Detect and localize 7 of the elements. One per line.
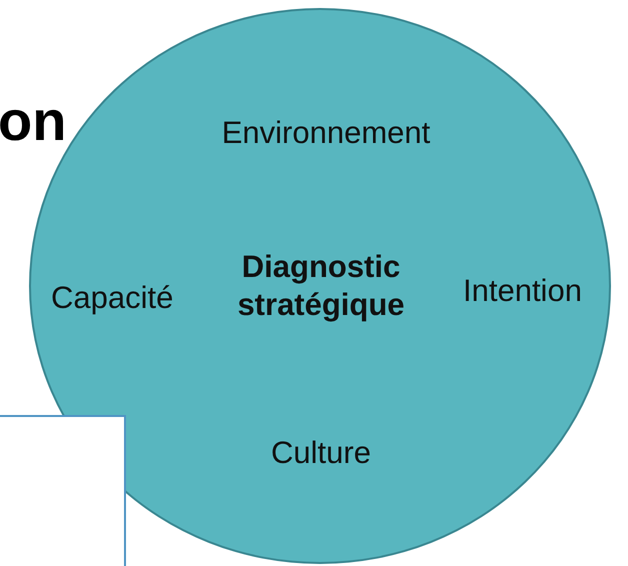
circle-label: Environnement [220,115,432,151]
heading-text: on [0,88,66,153]
circle-label: Culture [270,435,372,471]
circle-label: Intention [463,273,582,309]
circle-label: Capacité [51,280,174,316]
box [0,415,126,566]
center-label: Diagnostic stratégique [236,248,406,324]
